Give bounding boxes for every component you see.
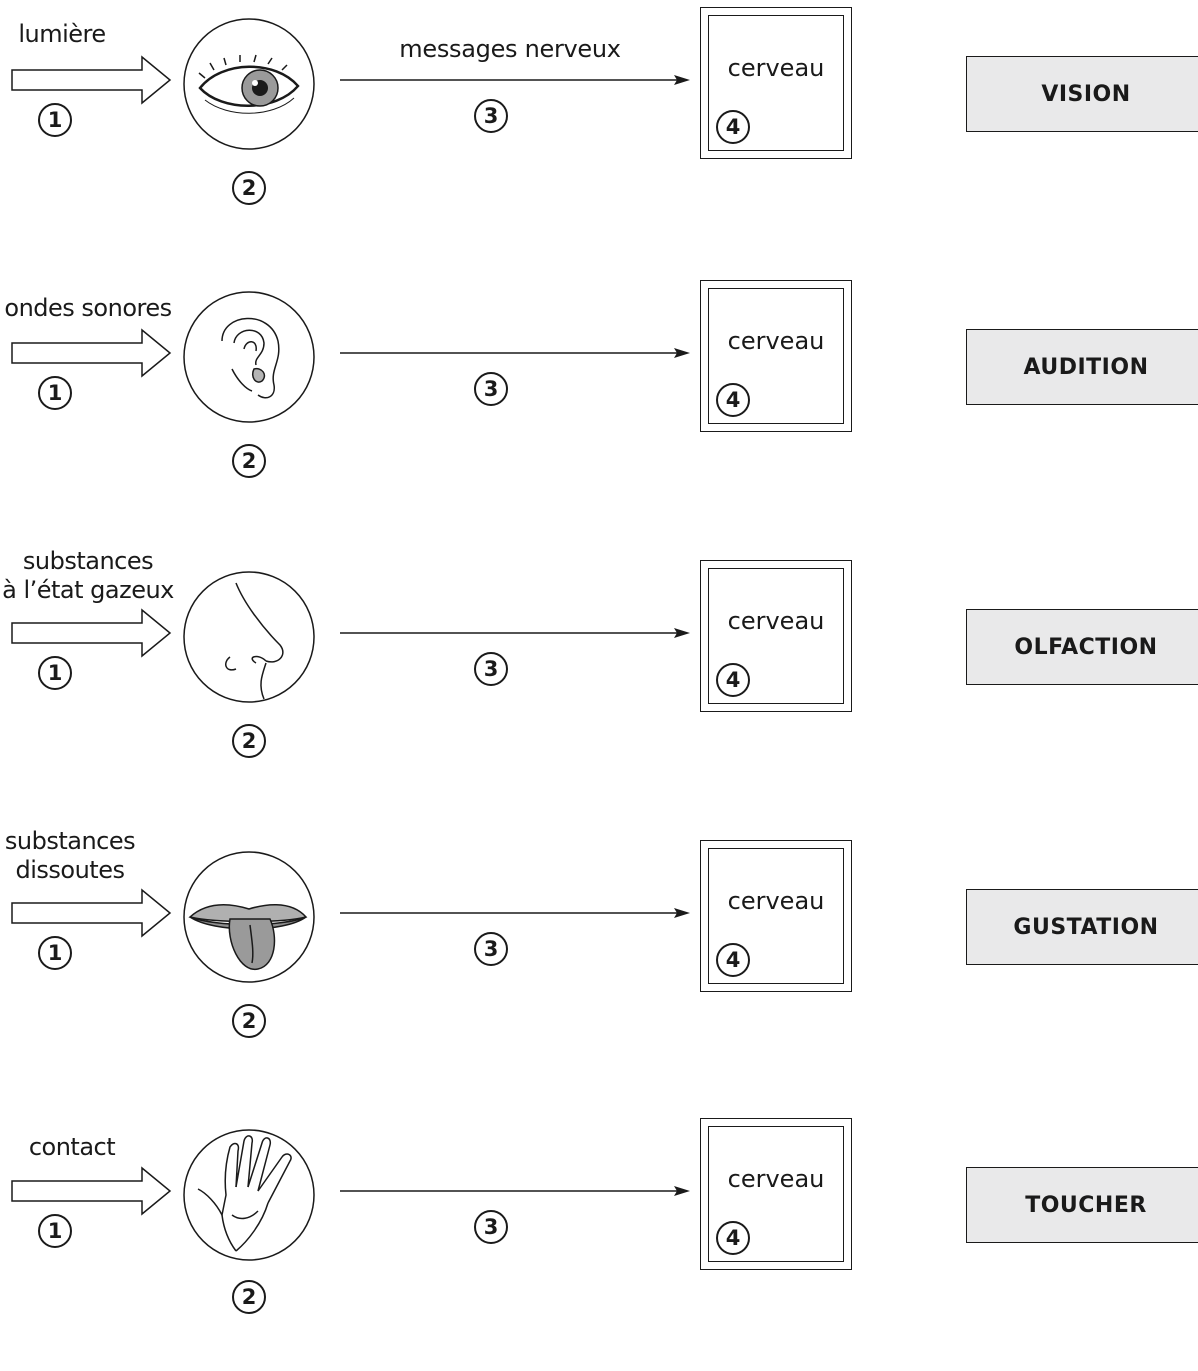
marker-3: 3 bbox=[474, 932, 508, 966]
marker-2: 2 bbox=[232, 1004, 266, 1038]
stimulus-arrow bbox=[11, 888, 172, 938]
marker-4: 4 bbox=[716, 1221, 750, 1255]
row-gustation: substances dissoutes 1 2 3 cerveau 4 GUS… bbox=[0, 827, 1198, 1093]
stimulus-label-line-2: dissoutes bbox=[15, 856, 125, 884]
sense-label: TOUCHER bbox=[966, 1167, 1198, 1243]
stimulus-label-line-1: substances bbox=[22, 547, 154, 575]
nose-icon bbox=[225, 582, 284, 700]
marker-2: 2 bbox=[232, 444, 266, 478]
organ-circle bbox=[183, 291, 315, 423]
marker-3: 3 bbox=[474, 1210, 508, 1244]
marker-3: 3 bbox=[474, 652, 508, 686]
hand-icon bbox=[197, 1135, 292, 1252]
nerve-arrow-head bbox=[674, 348, 690, 358]
marker-1: 1 bbox=[38, 936, 72, 970]
brain-box: cerveau 4 bbox=[700, 1118, 852, 1270]
nerve-arrow-head bbox=[674, 628, 690, 638]
brain-box: cerveau 4 bbox=[700, 280, 852, 432]
brain-label: cerveau bbox=[727, 54, 825, 82]
nerve-arrow-head bbox=[674, 908, 690, 918]
stimulus-label: lumière bbox=[18, 20, 106, 48]
marker-3: 3 bbox=[474, 372, 508, 406]
marker-4: 4 bbox=[716, 383, 750, 417]
stimulus-label: contact bbox=[28, 1133, 116, 1161]
stimulus-arrow bbox=[11, 1166, 172, 1216]
sense-label: OLFACTION bbox=[966, 609, 1198, 685]
sense-label: GUSTATION bbox=[966, 889, 1198, 965]
stimulus-label-line-2: à l’état gazeux bbox=[2, 576, 174, 604]
row-toucher: contact 1 2 3 cerveau 4 TOUCHER bbox=[0, 1111, 1198, 1371]
stimulus-label-line-1: substances bbox=[4, 827, 136, 855]
row-vision: lumière 1 2 messages nerveux 3 cerveau 4… bbox=[0, 0, 1198, 260]
row-toucher-graphics bbox=[11, 1129, 690, 1261]
brain-box: cerveau 4 bbox=[700, 840, 852, 992]
brain-label: cerveau bbox=[727, 607, 825, 635]
brain-label: cerveau bbox=[727, 1165, 825, 1193]
brain-label: cerveau bbox=[727, 327, 825, 355]
marker-1: 1 bbox=[38, 103, 72, 137]
marker-4: 4 bbox=[716, 110, 750, 144]
stimulus-arrow bbox=[11, 55, 172, 105]
marker-1: 1 bbox=[38, 656, 72, 690]
marker-2: 2 bbox=[232, 171, 266, 205]
nerve-arrow-head bbox=[674, 75, 690, 85]
row-audition: ondes sonores 1 2 3 cerveau 4 AUDITION bbox=[0, 273, 1198, 533]
organ-circle bbox=[183, 571, 315, 703]
eye-icon bbox=[198, 54, 300, 114]
marker-2: 2 bbox=[232, 1280, 266, 1314]
marker-2: 2 bbox=[232, 724, 266, 758]
tongue-icon bbox=[188, 904, 308, 970]
brain-box: cerveau 4 bbox=[700, 560, 852, 712]
brain-label: cerveau bbox=[727, 887, 825, 915]
stimulus-label: ondes sonores bbox=[4, 294, 172, 322]
row-vision-graphics bbox=[11, 18, 690, 150]
stimulus-arrow bbox=[11, 328, 172, 378]
marker-1: 1 bbox=[38, 1214, 72, 1248]
sense-label: AUDITION bbox=[966, 329, 1198, 405]
marker-4: 4 bbox=[716, 943, 750, 977]
sense-label: VISION bbox=[966, 56, 1198, 132]
marker-3: 3 bbox=[474, 99, 508, 133]
row-olfaction: substances à l’état gazeux 1 2 3 cerveau… bbox=[0, 547, 1198, 813]
marker-4: 4 bbox=[716, 663, 750, 697]
brain-box: cerveau 4 bbox=[700, 7, 852, 159]
nerve-message-label: messages nerveux bbox=[399, 35, 621, 63]
nerve-arrow-head bbox=[674, 1186, 690, 1196]
row-olfaction-graphics bbox=[11, 571, 690, 703]
ear-icon bbox=[221, 317, 280, 399]
stimulus-arrow bbox=[11, 608, 172, 658]
row-audition-graphics bbox=[11, 291, 690, 423]
marker-1: 1 bbox=[38, 376, 72, 410]
row-gustation-graphics bbox=[11, 851, 690, 983]
organ-circle bbox=[183, 1129, 315, 1261]
